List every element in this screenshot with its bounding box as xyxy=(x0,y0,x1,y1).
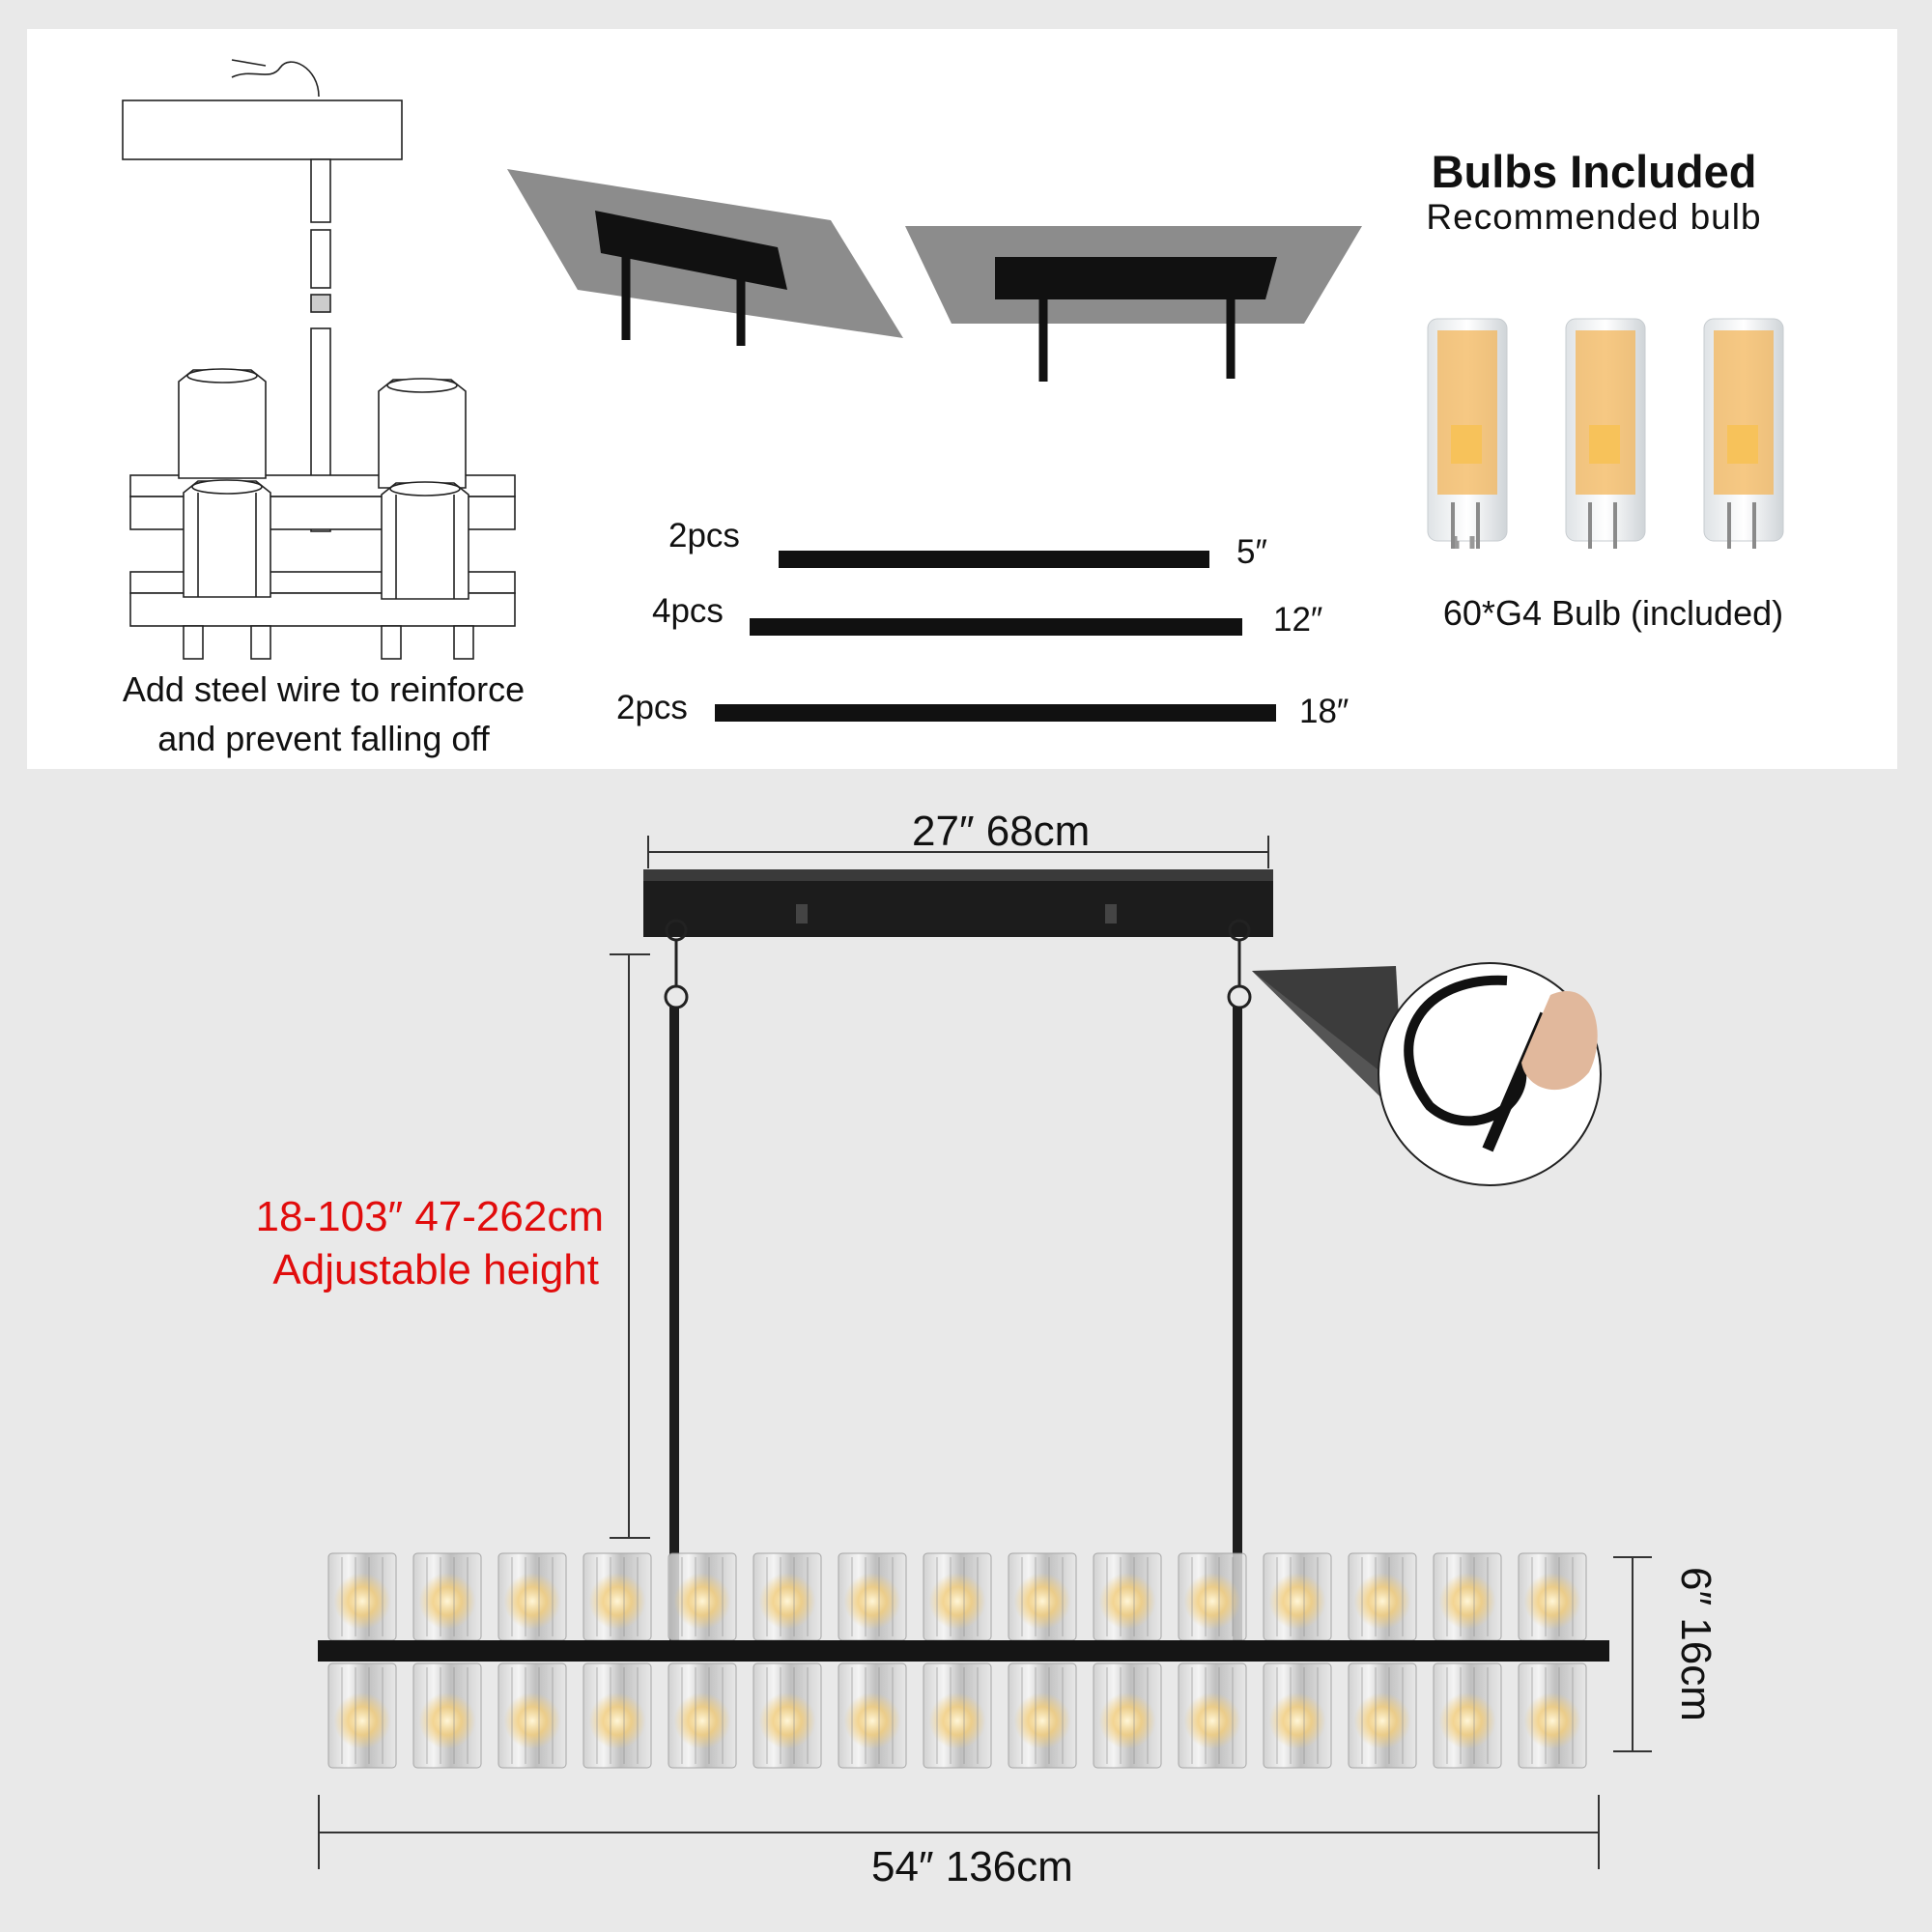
fixture-height-line xyxy=(1613,1556,1652,1752)
crystal-shades xyxy=(318,1552,1609,1769)
crystal-shade xyxy=(1093,1552,1162,1641)
crystal-shade xyxy=(1008,1552,1077,1641)
crystal-shade xyxy=(1348,1662,1417,1769)
rod-qty-5in: 2pcs xyxy=(668,517,740,554)
bulb-caption: 60*G4 Bulb (included) xyxy=(1442,593,1784,633)
crystal-shade xyxy=(1178,1552,1247,1641)
ceiling-mount-icon xyxy=(507,169,903,346)
crystal-shade xyxy=(1093,1662,1162,1769)
rod-bar-12in xyxy=(750,618,1242,636)
crystal-shade xyxy=(1518,1552,1587,1641)
suspension-rod-right xyxy=(1233,1007,1242,1644)
height-range-label: 18-103″ 47-262cm xyxy=(255,1193,604,1240)
crystal-shade xyxy=(412,1662,482,1769)
canopy-width-label: 27″ 68cm xyxy=(912,808,1091,855)
crystal-shade xyxy=(1433,1662,1502,1769)
crystal-shade xyxy=(753,1552,822,1641)
rod-bar-18in xyxy=(715,704,1276,722)
fixture-width-line xyxy=(318,1795,1600,1869)
suspension-rod-left xyxy=(669,1007,679,1644)
crystal-shade xyxy=(327,1662,397,1769)
rod-length-5in: 5″ xyxy=(1236,533,1267,571)
canopy-bar xyxy=(643,869,1273,937)
crystal-shade xyxy=(327,1552,397,1641)
canopy-plate-icon xyxy=(905,226,1362,382)
steel-wire-caption: Add steel wire to reinforce and prevent … xyxy=(122,669,526,758)
crystal-assembly-icon xyxy=(122,59,516,660)
crystal-shade xyxy=(582,1552,652,1641)
rod-length-18in: 18″ xyxy=(1299,693,1350,730)
crystal-shade xyxy=(1433,1552,1502,1641)
adjustable-height-label: Adjustable height xyxy=(272,1246,599,1293)
rod-qty-12in: 4pcs xyxy=(652,592,724,630)
canopy-dimension-line xyxy=(647,836,1269,868)
bulbs-subtitle: Recommended bulb xyxy=(1426,197,1762,237)
rod-length-12in: 12″ xyxy=(1273,601,1323,639)
crystal-shade xyxy=(668,1662,737,1769)
hook-loop-icon xyxy=(1252,962,1602,1186)
crystal-shade xyxy=(497,1552,567,1641)
crystal-shade xyxy=(838,1662,907,1769)
rod-bar-5in xyxy=(779,551,1209,568)
crystal-shade xyxy=(1263,1662,1332,1769)
rod-qty-18in: 2pcs xyxy=(616,689,688,726)
fixture-height-label: 6″ 16cm xyxy=(1672,1567,1719,1721)
fixture-width-label: 54″ 136cm xyxy=(871,1843,1073,1890)
crystal-shade xyxy=(1263,1552,1332,1641)
crystal-shade xyxy=(923,1552,992,1641)
crystal-shade xyxy=(582,1662,652,1769)
crystal-shade xyxy=(668,1552,737,1641)
crystal-shade xyxy=(1518,1662,1587,1769)
crystal-shade xyxy=(838,1552,907,1641)
crystal-shade xyxy=(1348,1552,1417,1641)
crystal-shade xyxy=(1008,1662,1077,1769)
g4-bulb-icon xyxy=(1427,318,1784,549)
crystal-shade xyxy=(497,1662,567,1769)
crystal-shade xyxy=(1178,1662,1247,1769)
crystal-shade xyxy=(923,1662,992,1769)
fixture-bar xyxy=(318,1640,1609,1662)
bulbs-title: Bulbs Included xyxy=(1431,146,1757,197)
crystal-shade xyxy=(753,1662,822,1769)
height-dimension-line xyxy=(610,953,650,1539)
crystal-shade xyxy=(412,1552,482,1641)
